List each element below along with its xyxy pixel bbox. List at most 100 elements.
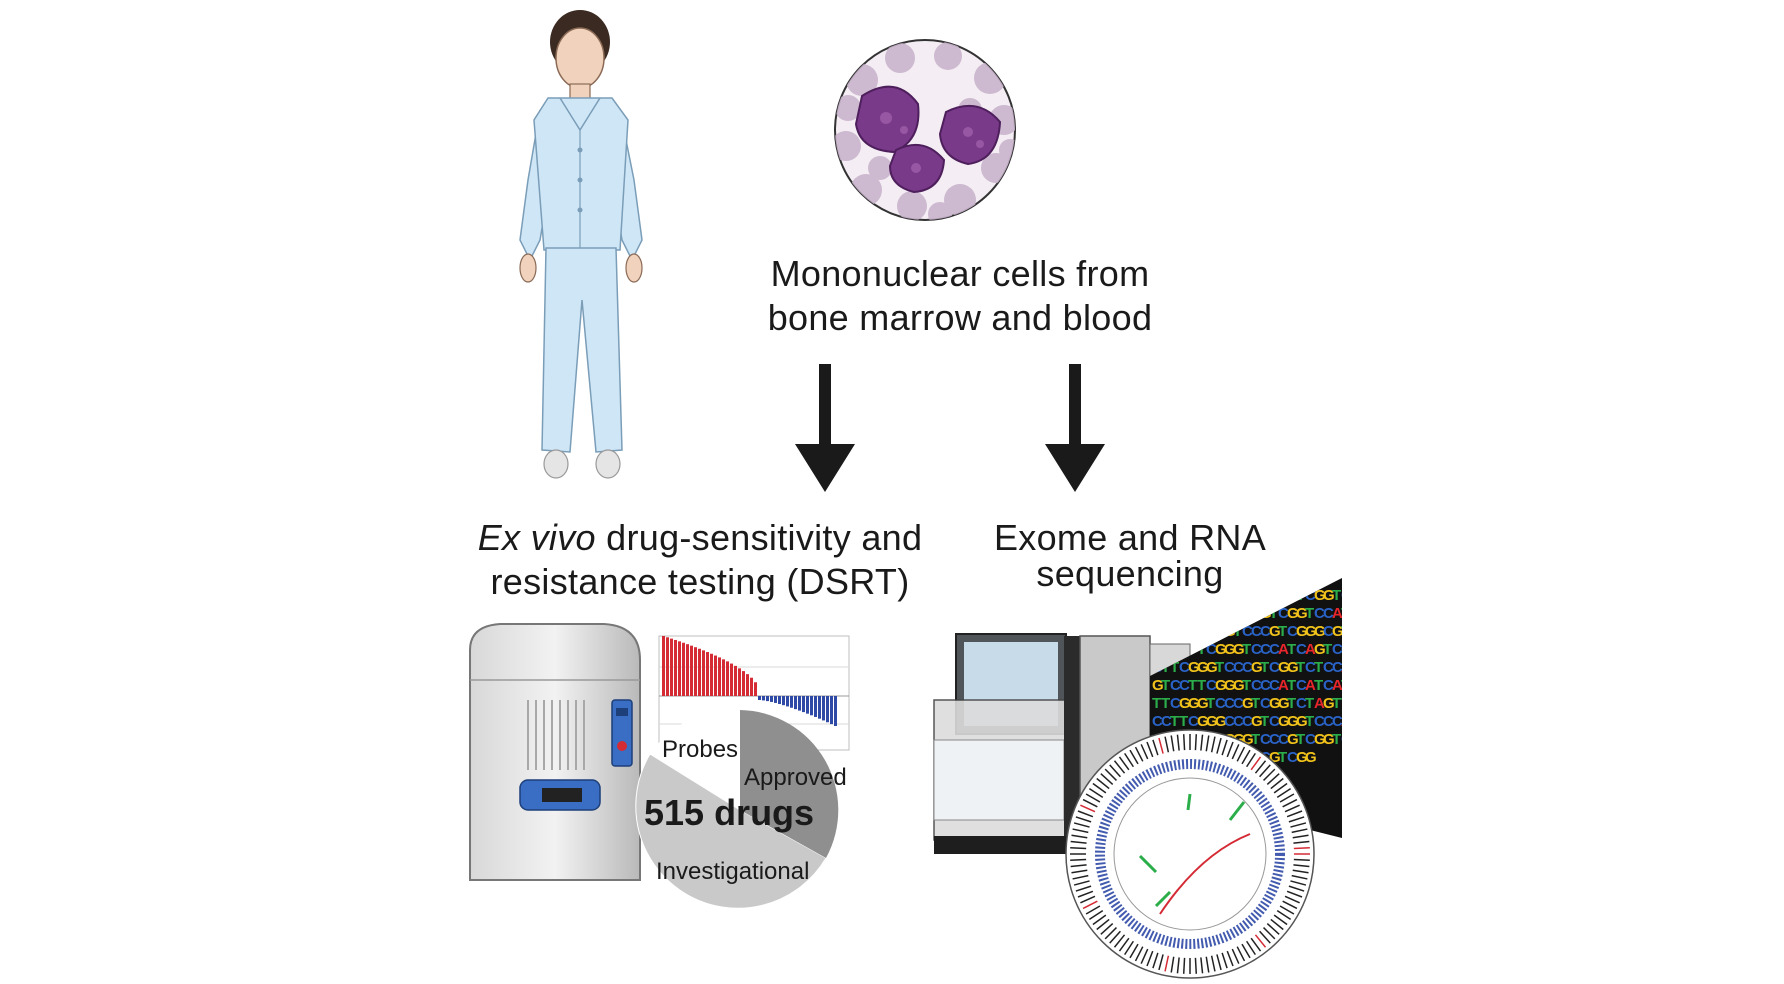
dna-base: T bbox=[1251, 695, 1260, 712]
dna-base: T bbox=[1179, 605, 1188, 622]
dna-base: T bbox=[1287, 677, 1296, 694]
circos-tick bbox=[1073, 822, 1090, 828]
waterfall-bar bbox=[782, 696, 785, 706]
dna-base: G bbox=[1206, 605, 1218, 622]
dna-base: G bbox=[1287, 605, 1299, 622]
dna-base: C bbox=[1332, 641, 1343, 658]
circos-tick bbox=[1075, 816, 1092, 823]
dna-base: A bbox=[1305, 641, 1316, 658]
dna-base: C bbox=[1251, 677, 1262, 694]
waterfall-bar bbox=[770, 696, 773, 702]
dna-base: T bbox=[1188, 677, 1197, 694]
dna-base: C bbox=[1188, 605, 1199, 622]
waterfall-bar bbox=[706, 652, 709, 696]
dna-base: C bbox=[1251, 623, 1262, 640]
waterfall-bar bbox=[786, 696, 789, 707]
circos-tick bbox=[1200, 734, 1204, 751]
circos-tick bbox=[1070, 864, 1087, 868]
dna-base: C bbox=[1242, 623, 1253, 640]
dna-base: G bbox=[1287, 659, 1299, 676]
patient-illustration bbox=[519, 10, 643, 479]
dna-base: A bbox=[1278, 677, 1289, 694]
dna-base: C bbox=[1323, 659, 1334, 676]
dna-base: G bbox=[1224, 641, 1236, 658]
circos-tick bbox=[1071, 834, 1088, 839]
waterfall-bar bbox=[722, 659, 725, 696]
circos-tick bbox=[1085, 905, 1101, 915]
waterfall-bar bbox=[710, 653, 713, 696]
circos-tick bbox=[1221, 739, 1228, 756]
circos-tick bbox=[1092, 782, 1107, 794]
circos-tick bbox=[1082, 900, 1098, 910]
dna-base: C bbox=[1332, 713, 1343, 730]
dna-base: C bbox=[1269, 641, 1280, 658]
dna-base: G bbox=[1260, 605, 1272, 622]
dna-base: T bbox=[1305, 695, 1314, 712]
dna-base: T bbox=[1206, 695, 1215, 712]
circos-tick bbox=[1164, 736, 1170, 753]
circos-tick bbox=[1205, 735, 1210, 752]
circos-tick bbox=[1158, 737, 1164, 754]
dsrt-caption: Ex vivo drug-sensitivity and resistance … bbox=[440, 516, 960, 604]
dna-base: G bbox=[1224, 623, 1236, 640]
dna-base: A bbox=[1305, 677, 1316, 694]
circos-tick bbox=[1088, 910, 1104, 920]
dna-base: C bbox=[1233, 659, 1244, 676]
dna-base: C bbox=[1170, 677, 1181, 694]
circos-tick bbox=[1286, 890, 1303, 898]
pie-slice-investigational bbox=[635, 753, 827, 909]
dna-base: T bbox=[1278, 623, 1287, 640]
circos-tick bbox=[1071, 869, 1088, 874]
dna-base: C bbox=[1323, 623, 1334, 640]
dna-base: G bbox=[1296, 623, 1308, 640]
circos-tick bbox=[1226, 741, 1234, 758]
circos-tick bbox=[1273, 914, 1288, 926]
circos-tick bbox=[1246, 752, 1256, 768]
dna-base: A bbox=[1350, 641, 1361, 658]
dna-base: G bbox=[1197, 605, 1209, 622]
waterfall-bar bbox=[738, 668, 741, 696]
dna-base: G bbox=[1224, 677, 1236, 694]
dna-base: C bbox=[1305, 659, 1316, 676]
dna-base: G bbox=[1233, 677, 1245, 694]
dna-base: T bbox=[1296, 659, 1305, 676]
dna-base: G bbox=[1296, 605, 1308, 622]
dna-base: C bbox=[1341, 587, 1352, 604]
pie-label-approved: Approved bbox=[744, 764, 847, 791]
dna-base: T bbox=[1332, 587, 1341, 604]
dna-base: G bbox=[1152, 641, 1164, 658]
pie-slice-approved bbox=[740, 710, 839, 858]
dna-base: G bbox=[1278, 695, 1290, 712]
circos-tick bbox=[1266, 923, 1280, 935]
dna-base: A bbox=[1350, 677, 1361, 694]
dna-base: C bbox=[1287, 623, 1298, 640]
circos-tick bbox=[1292, 834, 1309, 839]
waterfall-bar bbox=[802, 696, 805, 713]
dna-base: T bbox=[1332, 731, 1341, 748]
waterfall-bar bbox=[742, 671, 745, 696]
dna-base: T bbox=[1314, 659, 1323, 676]
waterfall-bar bbox=[830, 696, 833, 725]
dna-base: C bbox=[1269, 659, 1280, 676]
dna-base: C bbox=[1323, 713, 1334, 730]
dsrt-caption-line2: resistance testing (DSRT) bbox=[490, 561, 910, 602]
circos-tick bbox=[1282, 900, 1298, 910]
dna-base: T bbox=[1152, 695, 1161, 712]
dna-base: C bbox=[1278, 605, 1289, 622]
waterfall-bar bbox=[818, 696, 821, 719]
dna-base: C bbox=[1359, 677, 1370, 694]
dna-base: C bbox=[1170, 695, 1181, 712]
dna-base: C bbox=[1260, 623, 1271, 640]
dna-base: T bbox=[1197, 677, 1206, 694]
circos-tick bbox=[1216, 737, 1222, 754]
waterfall-bar bbox=[730, 663, 733, 696]
circos-tick bbox=[1140, 744, 1149, 760]
dna-base: A bbox=[1332, 677, 1343, 694]
dna-base: C bbox=[1152, 659, 1163, 676]
dna-base: T bbox=[1170, 659, 1179, 676]
circos-tick bbox=[1288, 816, 1305, 823]
pie-total-label: 515 drugs bbox=[644, 792, 815, 833]
circos-tick bbox=[1276, 910, 1292, 920]
blood-smear-icon bbox=[834, 39, 1016, 221]
circos-tick bbox=[1293, 840, 1310, 844]
